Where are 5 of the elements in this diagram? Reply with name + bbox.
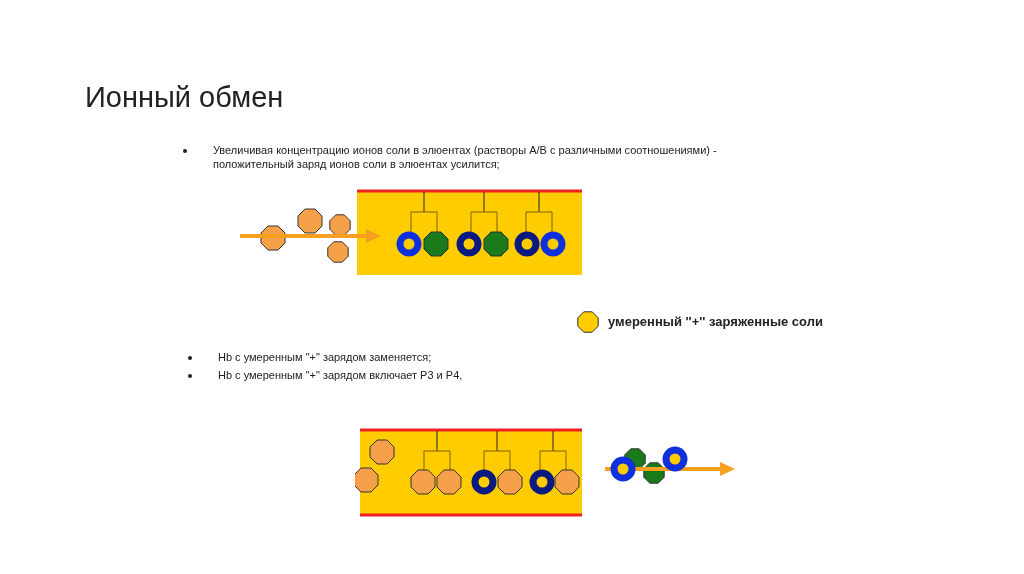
bullet-text: Hb с умеренным "+" зарядом заменяется;	[218, 350, 432, 364]
bullet-text: Hb с умеренным "+" зарядом включает Р3 и Р4,	[218, 368, 463, 382]
bullet-text: Увеличивая концентрацию ионов соли в элюентах (растворы А/В с различными соотношениями) - положительный заряд ионов соли в элюентах усилится;	[213, 143, 718, 171]
legend-text: умеренный ''+'' заряженные соли	[608, 313, 823, 332]
slide-title: Ионный обмен	[85, 80, 284, 115]
